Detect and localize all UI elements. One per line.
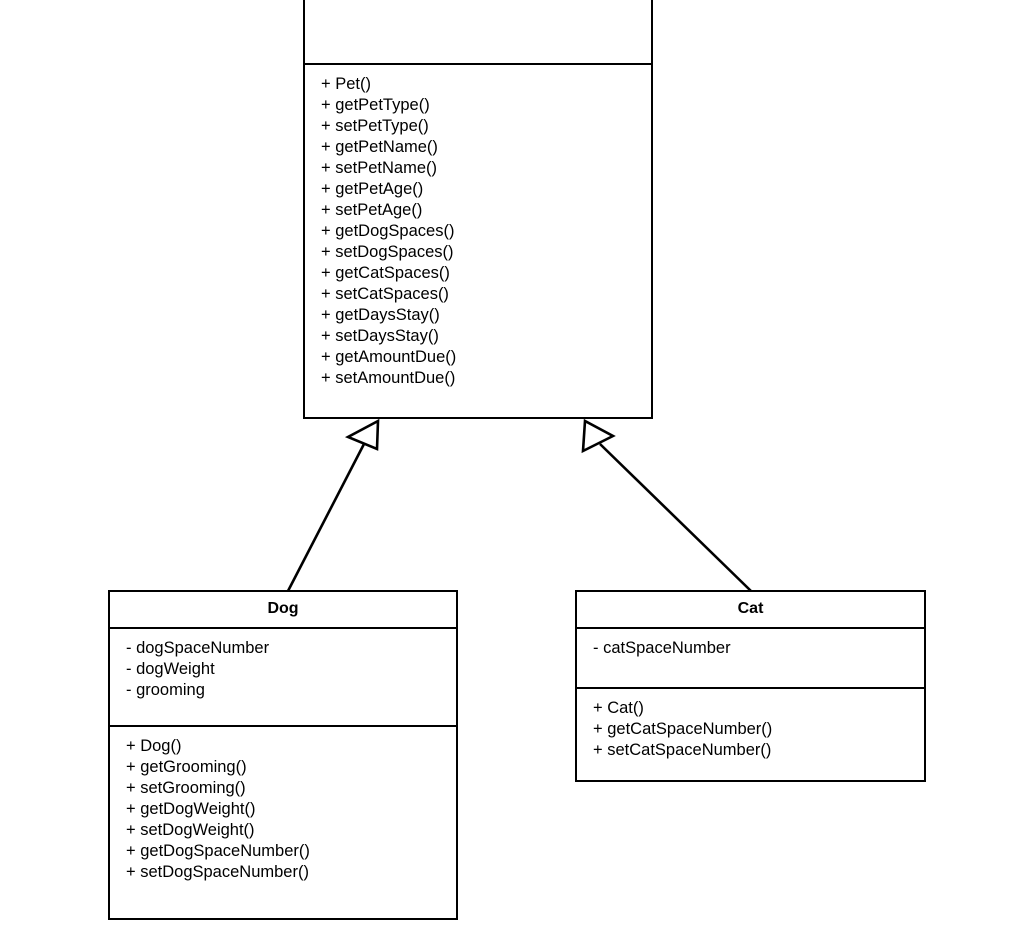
uml-class-pet[interactable]: - catSpaces - daysStay - amountDue + Pet… <box>303 0 653 419</box>
cat-operation: + Cat() <box>593 699 644 717</box>
cat-operation: + getCatSpaceNumber() <box>593 720 773 738</box>
pet-operation: + Pet() <box>321 75 371 93</box>
pet-operation: + setAmountDue() <box>321 369 456 387</box>
dog-operation: + setGrooming() <box>126 779 246 797</box>
pet-operation: + setPetType() <box>321 117 429 135</box>
hollow-triangle-arrowhead-dog <box>344 418 380 451</box>
generalization-cat-to-pet <box>581 418 752 592</box>
pet-operation: + setPetName() <box>321 159 437 177</box>
hollow-triangle-arrowhead-cat <box>581 418 616 454</box>
cat-class-name: Cat <box>577 592 924 629</box>
dog-attribute: - grooming <box>126 681 205 699</box>
pet-operation: + setCatSpaces() <box>321 285 449 303</box>
cat-attributes-compartment: - catSpaceNumber <box>577 629 924 689</box>
dog-attribute: - dogSpaceNumber <box>126 639 270 657</box>
cat-attribute: - catSpaceNumber <box>593 639 731 657</box>
pet-operations-compartment: + Pet() + getPetType() + setPetType() + … <box>305 65 651 417</box>
dog-operation: + getDogSpaceNumber() <box>126 842 310 860</box>
dog-class-name: Dog <box>110 592 456 629</box>
pet-operation: + getPetType() <box>321 96 430 114</box>
generalization-dog-to-pet <box>286 418 380 592</box>
dog-operation: + getGrooming() <box>126 758 247 776</box>
dog-operations-compartment: + Dog() + getGrooming() + setGrooming() … <box>110 727 456 925</box>
pet-operation: + getPetAge() <box>321 180 424 198</box>
pet-operation: + setPetAge() <box>321 201 423 219</box>
pet-operation: + getAmountDue() <box>321 348 457 366</box>
cat-operation: + setCatSpaceNumber() <box>593 741 772 759</box>
pet-attributes-compartment: - catSpaces - daysStay - amountDue <box>305 0 651 65</box>
pet-operation: + setDaysStay() <box>321 327 439 345</box>
dog-attributes-compartment: - dogSpaceNumber - dogWeight - grooming <box>110 629 456 727</box>
pet-operation: + getCatSpaces() <box>321 264 450 282</box>
pet-operation: + getPetName() <box>321 138 438 156</box>
dog-operation: + setDogSpaceNumber() <box>126 863 309 881</box>
pet-operation: + setDogSpaces() <box>321 243 454 261</box>
dog-operation: + Dog() <box>126 737 182 755</box>
pet-operation: + getDogSpaces() <box>321 222 455 240</box>
dog-attribute: - dogWeight <box>126 660 215 678</box>
uml-class-cat[interactable]: Cat - catSpaceNumber + Cat() + getCatSpa… <box>575 590 926 782</box>
generalization-line-cat <box>599 443 752 592</box>
dog-operation: + getDogWeight() <box>126 800 256 818</box>
cat-operations-compartment: + Cat() + getCatSpaceNumber() + setCatSp… <box>577 689 924 787</box>
uml-class-dog[interactable]: Dog - dogSpaceNumber - dogWeight - groom… <box>108 590 458 920</box>
generalization-line-dog <box>286 443 366 592</box>
dog-operation: + setDogWeight() <box>126 821 255 839</box>
pet-operation: + getDaysStay() <box>321 306 440 324</box>
